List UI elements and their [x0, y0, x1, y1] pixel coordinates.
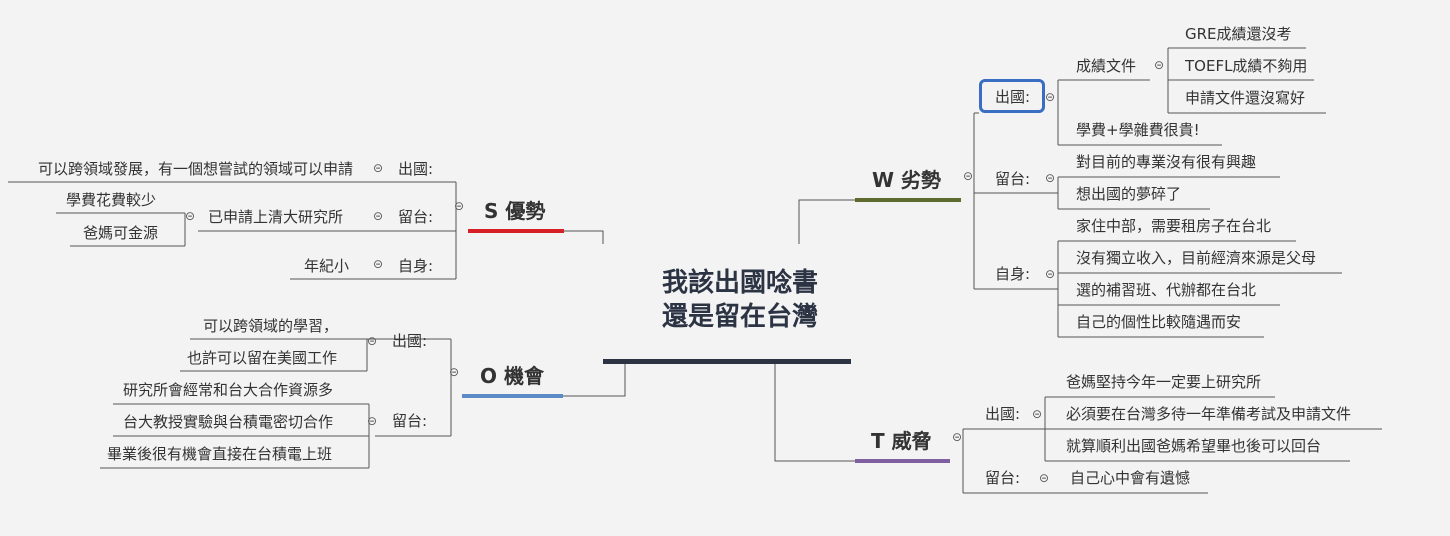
w-docs-label[interactable]: 成績文件: [1076, 57, 1137, 75]
connector-central-s: [563, 230, 604, 244]
w-underline: [855, 198, 961, 202]
topic-w-weaknesses[interactable]: W 劣勢: [872, 168, 942, 192]
w-docs-item[interactable]: TOEFL成績不夠用: [1185, 57, 1308, 75]
collapse-icon[interactable]: ⊝: [963, 169, 974, 183]
s-self-label[interactable]: 自身:: [398, 257, 434, 275]
o-stay-item[interactable]: 台大教授實驗與台積電密切合作: [123, 413, 334, 431]
o-stay-item[interactable]: 研究所會經常和台大合作資源多: [123, 381, 334, 399]
central-topic-line-2: 還是留在台灣: [661, 302, 818, 332]
collapse-icon[interactable]: ⊝: [1154, 58, 1165, 72]
collapse-icon[interactable]: ⊝: [373, 257, 384, 271]
t-abroad-item[interactable]: 就算順利出國爸媽希望畢也後可以回台: [1066, 437, 1322, 455]
s-abroad-label[interactable]: 出國:: [398, 160, 434, 178]
t-abroad-item[interactable]: 爸媽堅持今年一定要上研究所: [1066, 373, 1262, 391]
t-stay-item[interactable]: 自己心中會有遺憾: [1070, 469, 1191, 487]
t-abroad-label[interactable]: 出國:: [985, 405, 1021, 423]
collapse-icon[interactable]: ⊝: [367, 334, 378, 348]
t-abroad-item[interactable]: 必須要在台灣多待一年準備考試及申請文件: [1066, 405, 1352, 423]
topic-s-strengths[interactable]: S 優勢: [484, 199, 546, 223]
collapse-icon[interactable]: ⊝: [373, 209, 384, 223]
collapse-icon[interactable]: ⊝: [454, 199, 465, 213]
t-stay-label[interactable]: 留台:: [985, 469, 1021, 487]
w-self-item[interactable]: 選的補習班、代辦都在台北: [1076, 281, 1257, 299]
w-self-label[interactable]: 自身:: [995, 265, 1031, 283]
o-stay-label[interactable]: 留台:: [392, 412, 428, 430]
w-self-item[interactable]: 沒有獨立收入，目前經濟來源是父母: [1076, 249, 1317, 267]
w-abroad-label[interactable]: 出國:: [995, 88, 1031, 106]
topic-t-threats[interactable]: T 威脅: [871, 429, 932, 453]
collapse-icon[interactable]: ⊝: [1045, 267, 1056, 281]
collapse-icon[interactable]: ⊝: [1045, 171, 1056, 185]
connector-central-t: [774, 362, 855, 462]
s-abroad-item[interactable]: 可以跨領域發展，有一個想嘗試的領域可以申請: [37, 160, 353, 178]
collapse-icon[interactable]: ⊝: [367, 414, 378, 428]
w-self-item[interactable]: 家住中部，需要租房子在台北: [1076, 217, 1272, 235]
s-stay-item[interactable]: 已申請上清大研究所: [208, 208, 344, 226]
w-docs-item[interactable]: 申請文件還沒寫好: [1185, 89, 1306, 107]
collapse-icon[interactable]: ⊝: [1045, 90, 1056, 104]
w-docs-item[interactable]: GRE成績還沒考: [1185, 25, 1292, 43]
topic-o-opportunities[interactable]: O 機會: [480, 364, 544, 388]
collapse-icon[interactable]: ⊝: [1039, 471, 1050, 485]
w-stay-item[interactable]: 對目前的專業沒有很有興趣: [1076, 153, 1257, 171]
w-stay-label[interactable]: 留台:: [995, 170, 1031, 188]
s-underline: [468, 229, 564, 233]
t-underline: [855, 459, 950, 463]
collapse-icon[interactable]: ⊝: [185, 209, 196, 223]
o-stay-item[interactable]: 畢業後很有機會直接在台積電上班: [107, 445, 333, 463]
collapse-icon[interactable]: ⊝: [1032, 407, 1043, 421]
s-stay-subitem[interactable]: 學費花費較少: [66, 191, 157, 209]
w-stay-item[interactable]: 想出國的夢碎了: [1076, 185, 1182, 203]
central-topic-line-1: 我該出國唸書: [661, 268, 818, 298]
collapse-icon[interactable]: ⊝: [952, 430, 963, 444]
connector-central-o: [562, 362, 626, 397]
o-abroad-item[interactable]: 可以跨領域的學習，: [203, 317, 339, 335]
o-abroad-item[interactable]: 也許可以留在美國工作: [187, 349, 338, 367]
o-underline: [462, 394, 563, 398]
central-underline: [603, 359, 851, 364]
connector-central-w: [798, 199, 855, 244]
selection-box: [979, 79, 1045, 113]
central-topic[interactable]: 我該出國唸書 還是留在台灣: [600, 266, 880, 334]
w-fees-item[interactable]: 學費+學雜費很貴!: [1076, 121, 1200, 139]
s-self-item[interactable]: 年紀小: [304, 257, 350, 275]
collapse-icon[interactable]: ⊝: [373, 161, 384, 175]
collapse-icon[interactable]: ⊝: [449, 365, 460, 379]
o-abroad-label[interactable]: 出國:: [392, 332, 428, 350]
s-stay-subitem[interactable]: 爸媽可金源: [83, 224, 159, 242]
s-stay-label[interactable]: 留台:: [398, 208, 434, 226]
w-self-item[interactable]: 自己的個性比較隨遇而安: [1076, 313, 1242, 331]
